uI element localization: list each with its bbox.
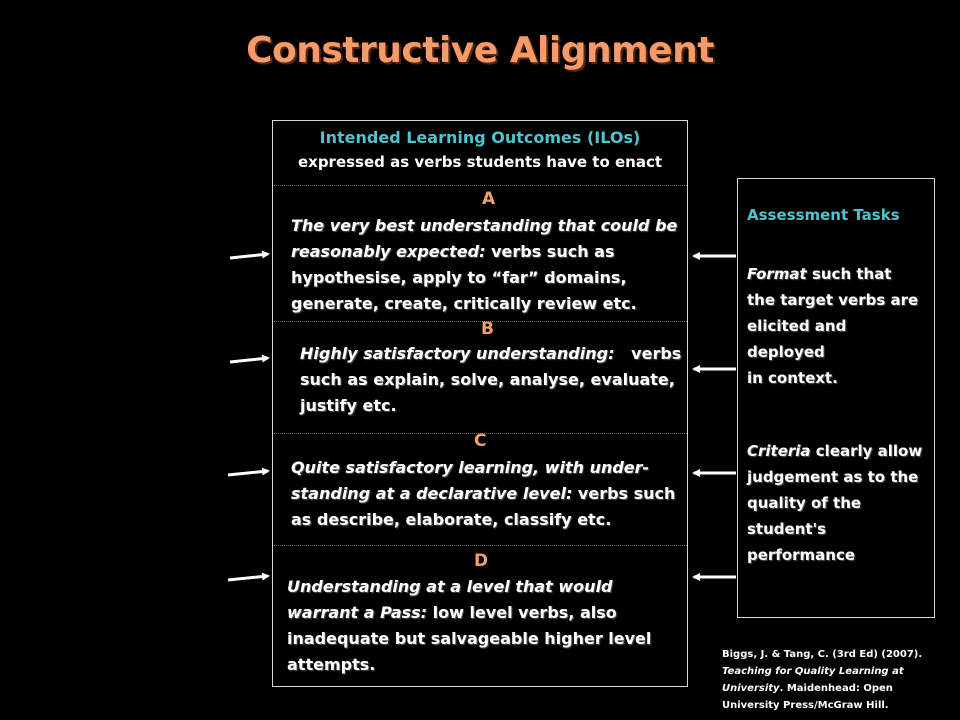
text-line: performance bbox=[747, 542, 931, 568]
slide-title: Constructive Alignment bbox=[246, 30, 714, 71]
level-c-text: Quite satisfactory learning, with under-… bbox=[291, 455, 675, 533]
text-segment: clearly allow bbox=[810, 442, 923, 460]
text-segment: elicited and bbox=[747, 317, 847, 335]
text-segment: such as explain, solve, analyse, evaluat… bbox=[300, 370, 675, 389]
text-segment: verbs such as bbox=[485, 242, 615, 261]
text-segment: the target verbs are bbox=[747, 291, 919, 309]
text-segment: . Maidenhead: Open bbox=[779, 683, 893, 694]
assessment-title: Assessment Tasks bbox=[747, 206, 900, 224]
text-line: deployed bbox=[747, 339, 931, 365]
arrow-in-level-d bbox=[227, 572, 270, 582]
text-line: standing at a declarative level: verbs s… bbox=[291, 481, 675, 507]
text-line: inadequate but salvageable higher level bbox=[287, 626, 651, 652]
text-segment: verbs such bbox=[572, 484, 676, 503]
text-line: justify etc. bbox=[300, 393, 681, 419]
text-segment: performance bbox=[747, 546, 856, 564]
level-a-letter: A bbox=[482, 189, 496, 209]
level-b-letter: B bbox=[481, 319, 494, 339]
assessment-box: Assessment Tasks Format such that the tar… bbox=[737, 178, 935, 618]
text-line: University Press/McGraw Hill. bbox=[722, 697, 952, 714]
text-segment: quality of the bbox=[747, 494, 862, 512]
text-segment: in context. bbox=[747, 369, 838, 387]
text-line: attempts. bbox=[287, 652, 651, 678]
text-segment: deployed bbox=[747, 343, 825, 361]
level-a-text: The very best understanding that could b… bbox=[291, 213, 677, 317]
text-line: quality of the bbox=[747, 490, 931, 516]
text-line: as describe, elaborate, classify etc. bbox=[291, 507, 675, 533]
text-line: reasonably expected: verbs such as bbox=[291, 239, 677, 265]
level-c-letter: C bbox=[474, 431, 487, 451]
italic-phrase: University bbox=[722, 683, 780, 694]
text-segment: attempts. bbox=[287, 655, 376, 674]
text-segment: student's bbox=[747, 520, 827, 538]
level-d: D Understanding at a level that would war… bbox=[273, 545, 687, 686]
text-segment: such that bbox=[806, 265, 892, 283]
text-line: student's bbox=[747, 516, 931, 542]
text-line: University. Maidenhead: Open bbox=[722, 680, 952, 697]
ilo-header-title: Intended Learning Outcomes (ILOs) bbox=[319, 128, 641, 147]
level-a: A The very best understanding that could… bbox=[273, 185, 687, 322]
level-b-text: Highly satisfactory understanding: verbs… bbox=[300, 341, 681, 419]
text-line: Format such that bbox=[747, 261, 931, 287]
arrow-in-level-c bbox=[227, 467, 270, 477]
arrow-in-level-b bbox=[229, 354, 270, 364]
text-line: Biggs, J. & Tang, C. (3rd Ed) (2007). bbox=[722, 646, 952, 663]
level-b: B Highly satisfactory understanding: ver… bbox=[273, 319, 687, 434]
italic-phrase: warrant a Pass: bbox=[287, 603, 428, 622]
assessment-format-text: Format such that the target verbs are elic… bbox=[747, 261, 931, 391]
text-line: hypothesise, apply to “far” domains, bbox=[291, 265, 677, 291]
text-line: Quite satisfactory learning, with under- bbox=[291, 455, 675, 481]
italic-phrase: Quite satisfactory learning, with under- bbox=[291, 458, 650, 477]
text-line: warrant a Pass: low level verbs, also bbox=[287, 600, 651, 626]
text-segment: judgement as to the bbox=[747, 468, 919, 486]
text-line: Highly satisfactory understanding: verbs bbox=[300, 341, 681, 367]
ilo-header: Intended Learning Outcomes (ILOs) expres… bbox=[273, 121, 687, 186]
level-d-letter: D bbox=[474, 551, 489, 571]
level-c: C Quite satisfactory learning, with unde… bbox=[273, 431, 687, 546]
text-line: elicited and bbox=[747, 313, 931, 339]
italic-phrase: standing at a declarative level: bbox=[291, 484, 573, 503]
text-segment: justify etc. bbox=[300, 396, 397, 415]
ilo-header-subtitle: expressed as verbs students have to enac… bbox=[297, 153, 663, 171]
text-segment: inadequate but salvageable higher level bbox=[287, 629, 652, 648]
text-line: The very best understanding that could b… bbox=[291, 213, 677, 239]
italic-phrase: Format bbox=[747, 265, 807, 283]
text-segment: University Press/McGraw Hill. bbox=[722, 700, 889, 711]
level-d-text: Understanding at a level that would warra… bbox=[287, 574, 651, 678]
assessment-criteria-text: Criteria clearly allow judgement as to th… bbox=[747, 438, 931, 568]
italic-phrase: Understanding at a level that would bbox=[287, 577, 613, 596]
italic-phrase: Teaching for Quality Learning at bbox=[722, 666, 904, 677]
text-segment: verbs bbox=[614, 344, 682, 363]
text-line: Understanding at a level that would bbox=[287, 574, 651, 600]
text-segment: Biggs, J. & Tang, C. (3rd Ed) (2007). bbox=[722, 649, 923, 660]
text-line: such as explain, solve, analyse, evaluat… bbox=[300, 367, 681, 393]
citation: Biggs, J. & Tang, C. (3rd Ed) (2007). Tea… bbox=[722, 646, 952, 714]
text-line: judgement as to the bbox=[747, 464, 931, 490]
italic-phrase: Criteria bbox=[747, 442, 811, 460]
text-segment: low level verbs, also bbox=[427, 603, 617, 622]
arrow-in-level-a bbox=[229, 250, 270, 260]
text-line: the target verbs are bbox=[747, 287, 931, 313]
text-segment: generate, create, critically review etc. bbox=[291, 294, 637, 313]
ilo-box: Intended Learning Outcomes (ILOs) expres… bbox=[272, 120, 688, 687]
text-segment: hypothesise, apply to “far” domains, bbox=[291, 268, 627, 287]
text-line: Criteria clearly allow bbox=[747, 438, 931, 464]
text-segment: as describe, elaborate, classify etc. bbox=[291, 510, 612, 529]
text-line: generate, create, critically review etc. bbox=[291, 291, 677, 317]
text-line: Teaching for Quality Learning at bbox=[722, 663, 952, 680]
text-line: in context. bbox=[747, 365, 931, 391]
italic-phrase: reasonably expected: bbox=[291, 242, 486, 261]
italic-phrase: The very best understanding that could b… bbox=[291, 216, 678, 235]
italic-phrase: Highly satisfactory understanding: bbox=[300, 344, 615, 363]
